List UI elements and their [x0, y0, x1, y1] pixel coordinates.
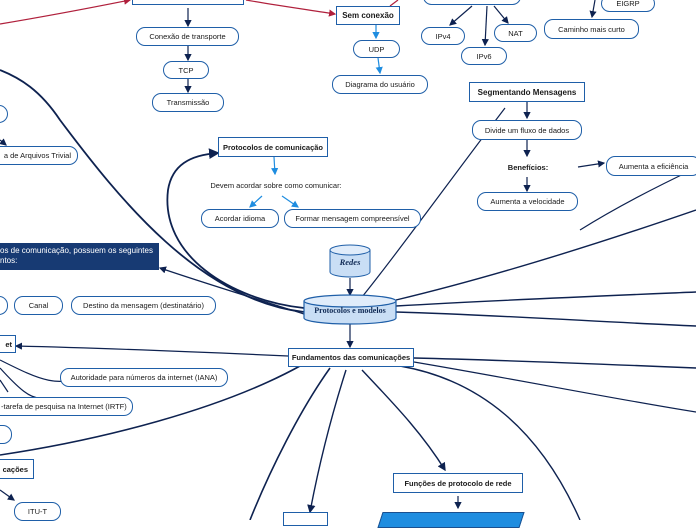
link-red-sem-conexao — [245, 0, 337, 17]
link-to-eficiencia-right — [579, 167, 696, 231]
link-to-banner — [158, 266, 305, 315]
link-fund-down-1 — [249, 367, 331, 520]
protocolos-modelos-cylinder — [303, 294, 397, 325]
transmissao-node[interactable]: Transmissão — [152, 93, 224, 112]
destino-mensagem-node[interactable]: Destino da mensagem (destinatário) — [71, 296, 216, 315]
fundamentos-node[interactable]: Fundamentos das comunicações — [288, 348, 414, 367]
canal-node[interactable]: Canal — [14, 296, 63, 315]
funcoes-rede-node[interactable]: Funções de protocolo de rede — [393, 473, 523, 493]
irtf-node[interactable]: -tarefa de pesquisa na Internet (IRTF) — [0, 397, 133, 416]
link-red-top — [389, 0, 399, 7]
link-right-1 — [395, 209, 696, 301]
link-top-left-curve — [0, 69, 305, 313]
sem-conexao-node[interactable]: Sem conexão — [336, 6, 400, 25]
redes-node[interactable]: Redes — [330, 254, 370, 272]
link-fund-right-curve — [399, 365, 581, 520]
nat-node[interactable]: NAT — [494, 24, 537, 42]
protocolos-modelos-label: Protocolos e modelos — [314, 306, 386, 315]
link-right-3 — [395, 311, 696, 327]
link-to-funcoes — [361, 369, 446, 472]
link-fund-down-2 — [307, 369, 347, 514]
itu-t-node[interactable]: ITU-T — [14, 502, 61, 521]
eigrp-node[interactable]: EIGRP — [601, 0, 655, 12]
autoridade-iana-node[interactable]: Autoridade para números da internet (IAN… — [60, 368, 228, 387]
bottom-box-node[interactable] — [283, 512, 328, 526]
devem-acordar-label: Devem acordar sobre como comunicar: — [210, 180, 342, 190]
arquivos-trivial-node[interactable]: a de Arquivos Trivial — [0, 146, 78, 165]
diagrama-usuario-node[interactable]: Diagrama do usuário — [332, 75, 428, 94]
formar-mensagem-node[interactable]: Formar mensagem compreensível — [284, 209, 421, 228]
link-to-et — [14, 342, 289, 357]
tcp-node[interactable]: TCP — [163, 61, 209, 79]
elementos-banner: os de comunicação, possuem os seguintes … — [0, 243, 159, 270]
banner-text: os de comunicação, possuem os seguintes … — [0, 246, 153, 265]
divide-fluxo-node[interactable]: Divide um fluxo de dados — [472, 120, 582, 140]
link-fund-left-low — [0, 365, 301, 456]
cacoes-node[interactable]: cações — [0, 459, 34, 479]
udp-node[interactable]: UDP — [353, 40, 400, 58]
top-center-box[interactable] — [132, 0, 244, 5]
conexao-transporte-node[interactable]: Conexão de transporte — [136, 27, 239, 46]
redes-label: Redes — [339, 257, 361, 267]
link-red-left — [0, 0, 132, 25]
ipv6-node[interactable]: IPv6 — [461, 47, 507, 65]
protocolos-modelos-node[interactable]: Protocolos e modelos — [304, 303, 396, 321]
acordar-idioma-node[interactable]: Acordar idioma — [201, 209, 279, 228]
link-to-protocolos-comunicacao — [166, 148, 305, 309]
beneficios-label: Benefícios: — [507, 162, 549, 172]
link-fund-right — [413, 357, 696, 369]
link-right-2 — [395, 291, 696, 307]
protocolos-comunicacao-node[interactable]: Protocolos de comunicação — [218, 137, 328, 157]
redes-cylinder — [329, 244, 371, 278]
et-node[interactable]: et — [0, 335, 16, 353]
aumenta-velocidade-node[interactable]: Aumenta a velocidade — [477, 192, 578, 211]
ipv-top-node[interactable] — [423, 0, 521, 5]
aumenta-eficiencia-node[interactable]: Aumenta a eficiência — [606, 156, 696, 176]
caminho-curto-node[interactable]: Caminho mais curto — [544, 19, 639, 39]
funcoes-blue-box[interactable] — [377, 512, 525, 528]
segmentando-node[interactable]: Segmentando Mensagens — [469, 82, 585, 102]
ipv4-node[interactable]: IPv4 — [421, 27, 465, 45]
